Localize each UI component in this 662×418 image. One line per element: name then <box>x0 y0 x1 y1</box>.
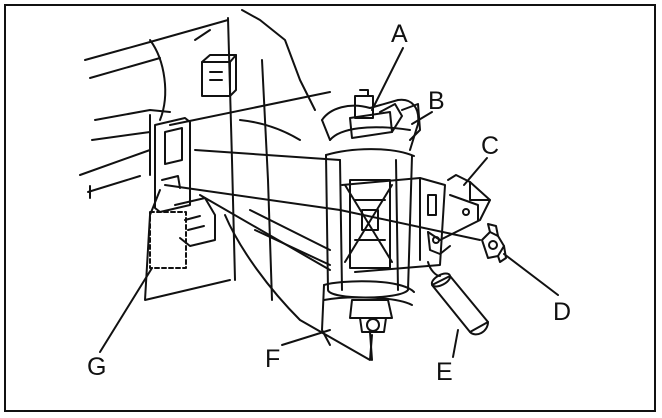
jack-bracket <box>427 174 491 255</box>
wiring-connector <box>201 54 237 97</box>
label-f: F <box>265 345 280 373</box>
label-b: B <box>428 87 445 115</box>
jack-handle <box>427 261 489 336</box>
label-e: E <box>436 358 453 386</box>
body-bracket <box>149 117 216 269</box>
label-c: C <box>481 132 499 160</box>
label-leader-lines <box>99 47 559 358</box>
assembly-guide-lines <box>164 91 481 271</box>
jack-assembly <box>321 89 446 361</box>
wing-nut <box>481 223 507 263</box>
label-d: D <box>553 298 571 326</box>
label-a: A <box>391 20 408 48</box>
label-g: G <box>87 353 106 381</box>
